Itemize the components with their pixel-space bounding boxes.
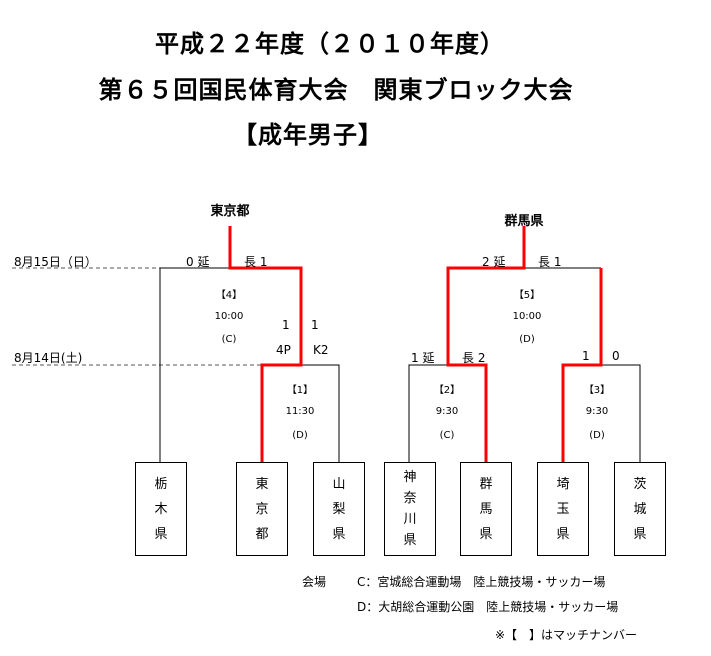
plain-lines — [159, 267, 641, 462]
team-char: 東 — [255, 476, 269, 492]
match-number: 【4】 — [215, 290, 243, 301]
team-char: 埼 — [556, 476, 570, 492]
score: 0 — [612, 349, 620, 363]
team-box-yamanashi: 山梨県 — [313, 462, 365, 556]
score-pk: K2 — [313, 343, 329, 357]
match-number: 【5】 — [513, 290, 541, 301]
title-line-1: 平成２２年度（２０１０年度） — [155, 30, 505, 58]
winner-path-tokyo — [228, 226, 303, 462]
match-number-note: ※【 】はマッチナンバー — [495, 628, 638, 642]
score: 1 — [582, 349, 590, 363]
team-char: 県 — [403, 533, 417, 548]
score: 2 延 — [482, 255, 506, 269]
date-label-14: 8月14日(土) — [14, 351, 83, 365]
match-venue: (C) — [221, 334, 237, 345]
team-char: 群 — [479, 476, 493, 492]
winner-label-left: 東京都 — [210, 204, 250, 219]
team-box-saitama: 埼玉県 — [537, 462, 589, 556]
team-char: 県 — [556, 526, 570, 542]
line-yamanashi — [301, 364, 340, 462]
team-char: 神 — [403, 470, 417, 485]
winner-path-saitama — [561, 268, 603, 462]
team-char: 木 — [154, 501, 168, 517]
team-box-tochigi: 栃木県 — [135, 462, 187, 556]
line-ibaraki — [601, 364, 641, 462]
line-kanagawa — [408, 364, 448, 462]
team-char: 馬 — [479, 501, 493, 517]
team-box-gunma: 群馬県 — [460, 462, 512, 556]
team-char: 栃 — [154, 476, 168, 492]
team-char: 川 — [403, 512, 417, 527]
match-number: 【2】 — [433, 385, 461, 396]
venue-label: 会場 — [302, 575, 327, 589]
team-char: 玉 — [556, 501, 570, 517]
team-char: 県 — [479, 526, 493, 542]
team-box-ibaraki: 茨城県 — [614, 462, 666, 556]
date-guides — [12, 267, 262, 366]
team-box-kanagawa: 神奈川県 — [384, 462, 436, 556]
match-time: 10:00 — [214, 311, 244, 322]
match-venue: (C) — [439, 430, 455, 441]
venue-c: C：宮城総合運動場 陸上競技場・サッカー場 — [357, 575, 606, 589]
team-char: 県 — [332, 526, 346, 542]
team-box-tokyo: 東京都 — [236, 462, 288, 556]
winner-label-right: 群馬県 — [504, 214, 544, 229]
winner-lines — [228, 226, 603, 462]
team-char: 山 — [332, 476, 346, 492]
match-venue: (D) — [589, 430, 605, 441]
score: 1 — [282, 318, 290, 332]
team-char: 県 — [633, 526, 647, 542]
team-char: 茨 — [633, 476, 647, 492]
team-char: 京 — [255, 501, 269, 517]
match-number: 【1】 — [286, 385, 314, 396]
match-number: 【3】 — [583, 385, 611, 396]
match-venue: (D) — [519, 334, 535, 345]
score: 0 延 — [186, 255, 210, 269]
score: 長 1 — [244, 255, 268, 269]
venue-d: D：大胡総合運動公園 陸上競技場・サッカー場 — [357, 600, 619, 614]
team-char: 奈 — [403, 491, 417, 506]
title-line-3: 【成年男子】 — [233, 121, 383, 149]
match-time: 9:30 — [585, 406, 609, 417]
score-pk: 4P — [276, 343, 291, 357]
line-tochigi — [159, 267, 230, 462]
team-char: 都 — [255, 526, 269, 542]
team-char: 城 — [633, 501, 647, 517]
title-line-2: 第６５回国民体育大会 関東ブロック大会 — [98, 76, 574, 104]
score: 長 1 — [538, 255, 562, 269]
match-time: 11:30 — [285, 406, 315, 417]
winner-path-gunma — [446, 226, 526, 462]
score: 1 延 — [411, 351, 435, 365]
date-label-15: 8月15日（日） — [14, 255, 97, 269]
team-char: 梨 — [332, 501, 346, 517]
match-venue: (D) — [292, 430, 308, 441]
match-time: 9:30 — [435, 406, 459, 417]
score: 長 2 — [462, 351, 486, 365]
match-time: 10:00 — [512, 311, 542, 322]
team-char: 県 — [154, 526, 168, 542]
score: 1 — [311, 318, 319, 332]
